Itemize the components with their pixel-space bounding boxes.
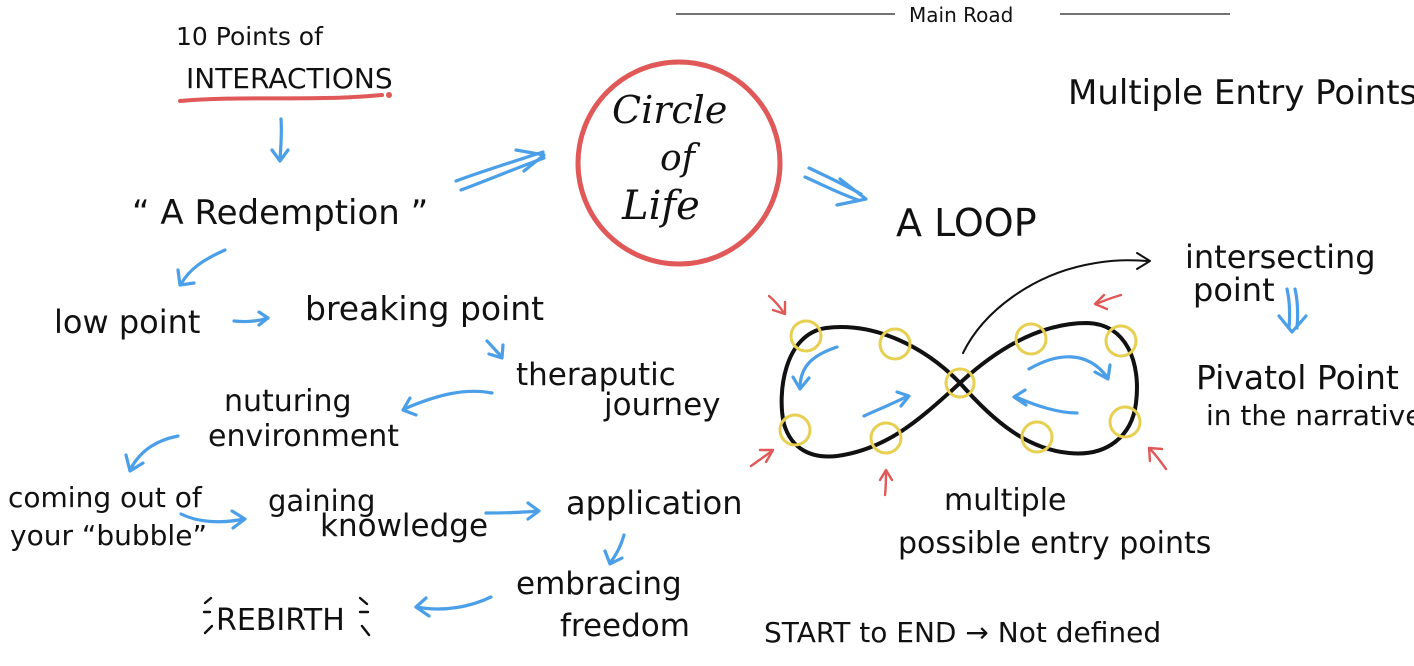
arrow-title-to-redemption: [270, 117, 290, 163]
rebirth-dash-top-right: [358, 596, 369, 606]
low-point-label: low point: [54, 303, 200, 341]
main-road-label: Main Road: [909, 3, 1013, 27]
multiple-line-one: multiple: [944, 483, 1067, 518]
arrow-nurturing-to-coming: [124, 434, 180, 473]
right-flow-texts: intersecting point Pivatol Point in the …: [764, 238, 1414, 649]
interactions-title: 10 Points of INTERACTIONS: [176, 22, 393, 103]
center-cross-line-two: [949, 372, 971, 394]
circle-label-line-one: Circle: [612, 88, 727, 132]
red-arrow-bottom-center: [878, 468, 894, 497]
circle-label-line-three: Life: [621, 183, 700, 229]
multiple-line-two: possible entry points: [898, 526, 1211, 561]
arrow-redemption-to-circle: [454, 148, 546, 192]
arrow-redemption-to-low-point: [176, 248, 227, 287]
left-flow-texts: “ A Redemption ” low point breaking poin…: [8, 193, 743, 644]
entry-point-top-right: [1104, 324, 1138, 358]
rebirth-dash-top-left: [203, 596, 213, 605]
title-underline: [178, 93, 384, 103]
title-line-two: INTERACTIONS: [186, 62, 393, 95]
intersecting-pointer-arrow: [962, 252, 1151, 354]
start-to-end-label: START to END → Not defined: [764, 616, 1161, 649]
coming-line-two: your “bubble”: [10, 519, 207, 552]
entry-point-bottom-right-middle: [1020, 420, 1054, 454]
entry-point-bottom-left: [778, 413, 812, 447]
entry-point-circles: [778, 319, 1142, 455]
loop-label: A LOOP: [896, 201, 1037, 245]
nurturing-line-two: environment: [208, 419, 399, 454]
multiple-entry-title: Multiple Entry Points: [1068, 73, 1414, 113]
arrow-therapeutic-to-nurturing: [401, 389, 494, 417]
arrow-gaining-to-application: [484, 501, 541, 521]
infinity-loop: [778, 252, 1151, 459]
redemption-label: “ A Redemption ”: [132, 193, 428, 233]
gaining-line-one: gaining: [268, 484, 375, 518]
therapeutic-line-one: theraputic: [516, 357, 676, 393]
arrow-embracing-to-rebirth: [414, 595, 493, 618]
entry-point-center: [944, 367, 976, 399]
pivotal-line-one: Pivatol Point: [1196, 358, 1399, 397]
entry-point-bottom-right: [1108, 405, 1142, 439]
red-arrow-bottom-left: [749, 448, 775, 468]
embracing-line-one: embracing: [516, 566, 682, 602]
therapeutic-line-two: journey: [603, 387, 721, 423]
title-underline-dot: [386, 92, 392, 98]
blue-flow-arrows: [124, 117, 1308, 618]
rebirth-dash-bottom-right: [360, 624, 371, 637]
red-arrow-bottom-right: [1147, 446, 1168, 471]
red-arrow-top-right: [1093, 293, 1123, 311]
rebirth-decoration: [202, 596, 371, 637]
loop-direction-arrows: [791, 345, 1112, 418]
arrow-intersecting-to-pivotal: [1277, 287, 1308, 334]
circle-label-line-two: of: [660, 138, 701, 179]
circle-outline: [575, 59, 783, 267]
coming-line-one: coming out of: [8, 481, 203, 514]
pivotal-line-two: in the narrative: [1206, 399, 1414, 432]
application-label: application: [566, 484, 743, 522]
main-road: Main Road: [676, 3, 1230, 27]
nurturing-line-one: nuturing: [224, 384, 352, 419]
arrow-low-point-to-breaking: [232, 310, 270, 327]
entry-point-top-left-middle: [878, 327, 912, 361]
infinity-right-lobe: [958, 320, 1139, 456]
breaking-point-label: breaking point: [305, 289, 544, 328]
gaining-line-two: knowledge: [320, 508, 488, 544]
red-arrow-top-left: [767, 294, 787, 316]
intersecting-line-one: intersecting: [1185, 238, 1376, 276]
rebirth-dash-bottom-left: [203, 624, 214, 635]
entry-point-top-left: [789, 319, 823, 353]
arrow-breaking-to-therapeutic: [485, 339, 505, 360]
rebirth-label: REBIRTH: [216, 603, 345, 638]
circle-of-life: Circle of Life: [575, 59, 783, 267]
arrow-circle-to-loop: [803, 166, 868, 207]
embracing-line-two: freedom: [560, 608, 690, 644]
arrow-coming-to-gaining: [179, 509, 247, 530]
title-line-one: 10 Points of: [176, 22, 324, 51]
arrow-application-to-embracing: [603, 533, 626, 566]
red-entry-arrows: [749, 293, 1168, 497]
entry-point-bottom-left-middle: [869, 421, 903, 455]
intersecting-line-two: point: [1193, 271, 1275, 309]
entry-point-top-right-middle: [1014, 322, 1048, 356]
